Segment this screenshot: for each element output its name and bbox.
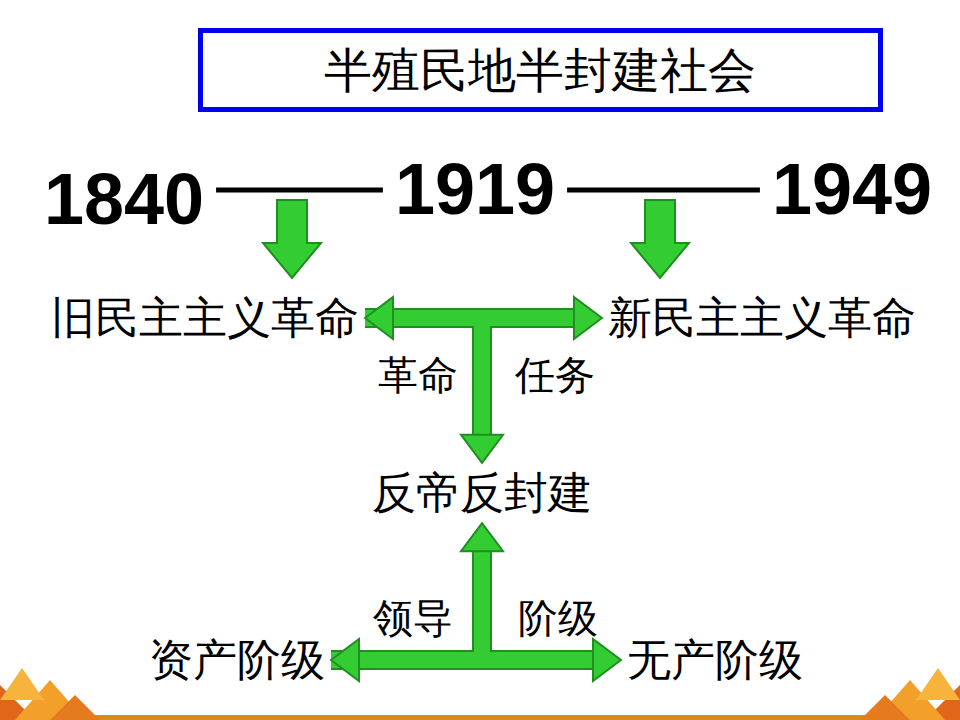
year-label: 1840: [32, 158, 216, 241]
arrow-label: 阶级: [518, 596, 598, 640]
arrow-head: [461, 435, 503, 463]
arrow-head: [461, 523, 503, 551]
class-label: 资产阶级: [143, 632, 331, 688]
class-label: 无产阶级: [621, 632, 809, 688]
down-arrow: [263, 200, 321, 278]
arrow-label: 任务: [515, 353, 595, 397]
title-box-text: 半殖民地半封建社会: [324, 44, 756, 97]
arrow-outline: [365, 318, 482, 437]
revolution-label: 新民主主义革命: [602, 290, 922, 346]
arrow-head: [593, 639, 621, 681]
revolution-label: 旧民主主义革命: [45, 290, 365, 346]
task-label-text: 反帝反封建: [372, 469, 592, 517]
corner-triangle: [860, 695, 910, 720]
connector-heads: [331, 297, 621, 681]
year-label: 1949: [760, 148, 944, 231]
down-arrow: [631, 200, 689, 278]
corner-triangle: [916, 668, 960, 700]
corner-triangle: [0, 668, 44, 700]
year-label-text: 1949: [772, 150, 932, 229]
bottom-bar: [0, 715, 960, 720]
arrow-head: [331, 639, 359, 681]
timeline-line: [567, 188, 760, 193]
class-label-text: 无产阶级: [627, 636, 803, 684]
year-label-text: 1919: [395, 150, 555, 229]
arrow-label: 领导: [373, 596, 453, 640]
title-box: 半殖民地半封建社会: [198, 28, 883, 112]
green-arrow: [365, 318, 482, 437]
arrow-head: [365, 297, 393, 339]
class-label-text: 资产阶级: [149, 636, 325, 684]
year-label: 1919: [383, 148, 567, 231]
timeline-line: [216, 188, 383, 193]
corner-triangle: [50, 695, 100, 720]
revolution-label-text: 新民主主义革命: [608, 294, 916, 342]
arrow-head: [574, 297, 602, 339]
arrow-label: 革命: [378, 353, 458, 397]
revolution-label-text: 旧民主主义革命: [51, 294, 359, 342]
task-label: 反帝反封建: [366, 463, 598, 523]
year-label-text: 1840: [44, 160, 204, 239]
connector-fills: [216, 190, 760, 660]
